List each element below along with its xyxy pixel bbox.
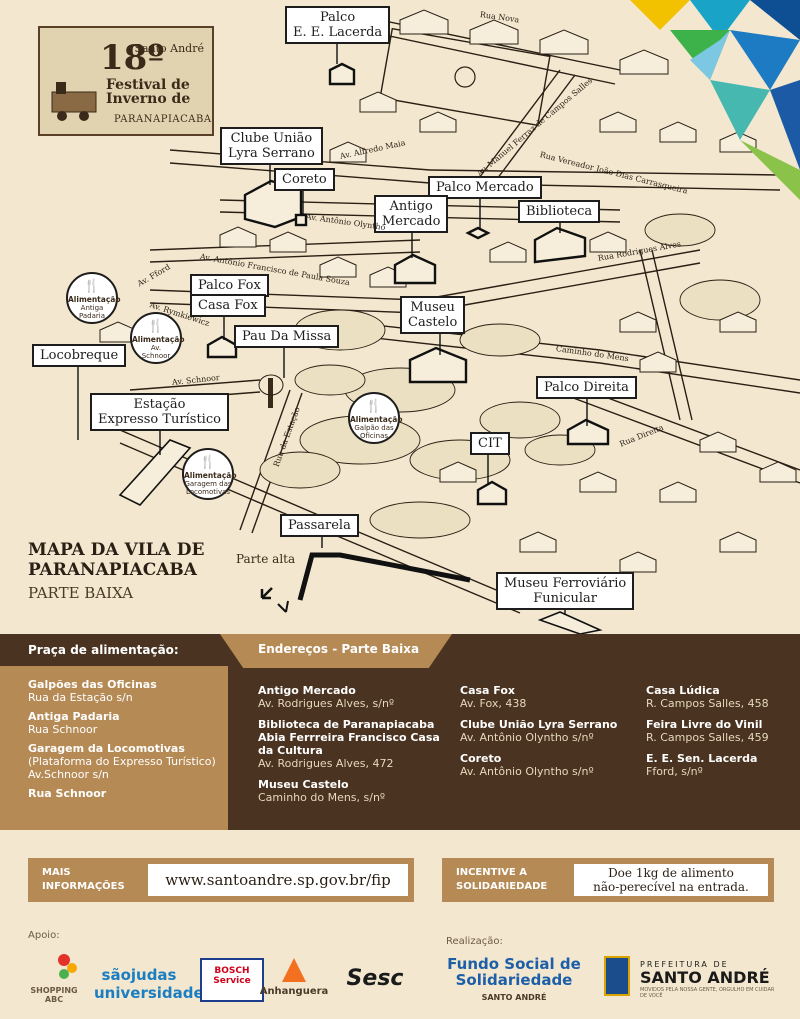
label-biblioteca[interactable]: Biblioteca [518,200,601,223]
logo-shopping-abc: SHOPPING ABC [26,952,82,1004]
food-court-header: Praça de alimentação: [0,634,228,666]
festival-city: Santo André [134,42,204,55]
santo-andre-crest-icon [604,956,630,996]
logo-bosch: BOSCH Service [200,958,264,1002]
logo-prefeitura: PREFEITURA DE SANTO ANDRÉ MOVIDOS PELA N… [640,960,775,999]
website-link[interactable]: www.santoandre.sp.gov.br/fip [148,864,408,896]
map-title: MAPA DA VILA DE PARANAPIACABA PARTE BAIX… [28,540,205,602]
festival-name: Festival de Inverno de [106,77,191,107]
shopping-abc-icon [58,954,77,979]
address-item: Biblioteca de Paranapiacaba Abia Ferrrei… [258,718,440,770]
logo-anhanguera: Anhanguera [258,958,330,997]
food-court-item: Rua Schnoor [28,787,107,800]
label-palco-mercado[interactable]: Palco Mercado [428,176,542,199]
label-palco-direita[interactable]: Palco Direita [536,376,637,399]
fork-knife-icon: 🍴 [365,399,383,414]
fork-knife-icon: 🍴 [83,279,101,294]
fork-knife-icon: 🍴 [147,319,165,334]
train-icon [51,82,97,121]
logo-saojudas: sãojudas universidade [94,966,204,1002]
anhanguera-icon [282,958,306,982]
food-court-panel: Praça de alimentação: Galpões das Oficin… [0,634,228,830]
food-court-item: Garagem da Locomotivas(Plataforma do Exp… [28,742,216,781]
label-casa-fox[interactable]: Casa Fox [190,294,266,317]
label-pau-da-missa[interactable]: Pau Da Missa [234,325,340,348]
festival-edition: 18º [100,38,165,78]
label-locobreque[interactable]: Locobreque [32,344,127,367]
label-cit[interactable]: CIT [470,432,510,455]
logo-fundo-social: Fundo Social de Solidariedade SANTO ANDR… [447,955,581,1002]
addresses-header: Endereços - Parte Baixa [220,634,452,668]
corner-decoration [630,0,800,200]
festival-logo: 18º Santo André Festival de Inverno de P… [38,26,214,136]
village-map: 18º Santo André Festival de Inverno de P… [28,0,800,634]
festival-place: PARANAPIACABA [114,114,212,125]
logo-sesc: Sesc [346,966,404,991]
label-passarela[interactable]: Passarela [280,514,359,537]
support-label: Apoio: [28,930,60,941]
food-badge-av-schnoor[interactable]: 🍴 Alimentação Av.Schnoor [130,312,185,364]
address-band: Praça de alimentação: Galpões das Oficin… [0,634,800,830]
fork-knife-icon: 🍴 [199,455,217,470]
map-drawing [77,9,800,634]
label-coreto[interactable]: Coreto [274,168,335,191]
parte-alta-label: Parte alta [236,552,296,566]
realization-label: Realização: [446,936,503,947]
